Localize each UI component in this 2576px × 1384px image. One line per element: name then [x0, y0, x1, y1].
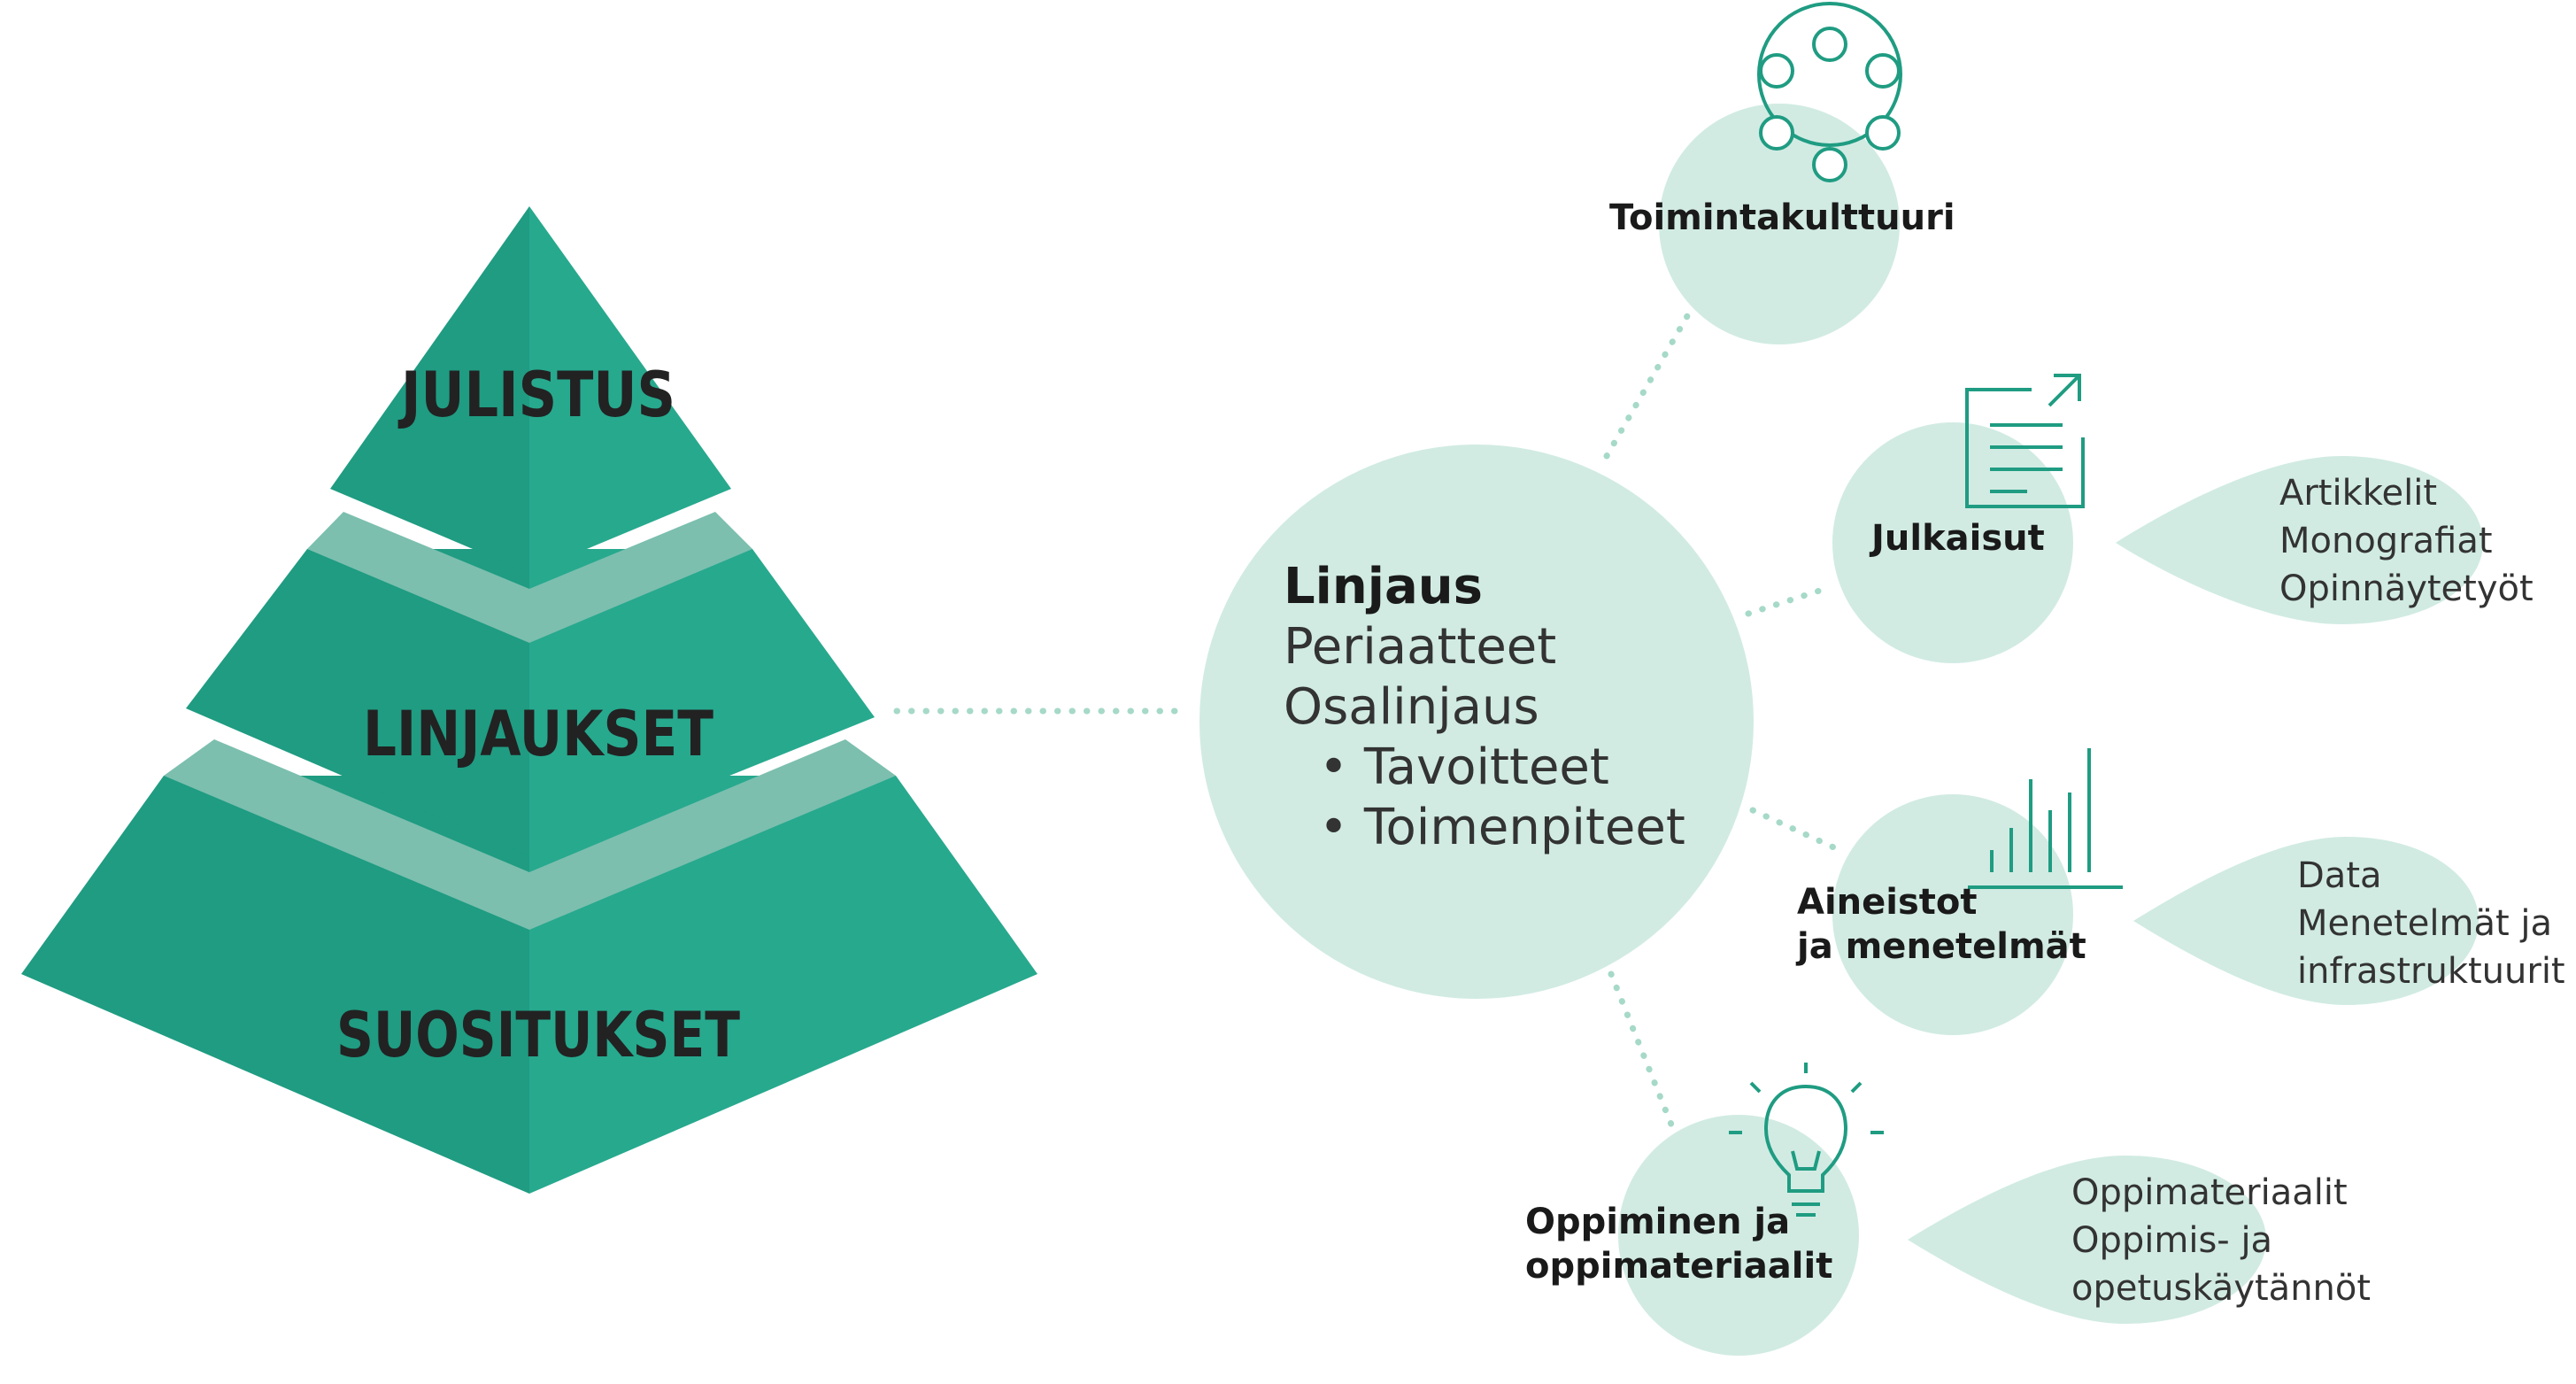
pyramid-top-left-face [330, 206, 529, 573]
node-label-aineistot-line1: Aineistot [1797, 882, 1978, 923]
center-line-osalinjaus: Osalinjaus [1284, 678, 1539, 736]
pyramid-top-right-face [529, 206, 731, 573]
connector-oppiminen [1608, 970, 1675, 1128]
center-bubble [1199, 445, 1754, 999]
leaf-item: Data [2297, 855, 2382, 896]
leaf-text-julkaisut: Artikkelit Monografiat Opinnäytetyöt [2279, 469, 2534, 613]
node-label-aineistot-line2: ja menetelmät [1797, 926, 2086, 967]
document-icon [1965, 374, 2085, 508]
pyramid-middle-label: LINJAUKSET [363, 698, 713, 770]
leaf-item: Monografiat [2279, 521, 2493, 561]
pyramid-top-label: JULISTUS [398, 359, 675, 431]
leaf-item: Opinnäytetyöt [2279, 568, 2534, 609]
center-bullet-tavoitteet: • Tavoitteet [1319, 738, 1609, 796]
node-label-julkaisut: Julkaisut [1871, 518, 2045, 559]
leaf-aineistot [2133, 837, 2479, 1005]
center-line-periaatteet: Periaatteet [1284, 618, 1557, 676]
node-label-oppiminen-line2: oppimateriaalit [1525, 1246, 1833, 1287]
leaf-item: opetuskäytännöt [2071, 1268, 2372, 1309]
pyramid-bottom-band [164, 739, 896, 930]
node-label-toimintakulttuuri: Toimintakulttuuri [1609, 197, 1955, 238]
leaf-item: Menetelmät ja [2297, 903, 2552, 944]
bubble-oppiminen [1618, 1115, 1859, 1356]
leaf-item: infrastruktuurit [2297, 951, 2565, 992]
leaf-item: Oppimateriaalit [2071, 1172, 2348, 1213]
connector-julkaisut [1745, 584, 1834, 617]
pyramid-bottom-right-face [529, 776, 1037, 1194]
bubble-julkaisut [1832, 422, 2073, 663]
center-text-block: Linjaus Periaatteet Osalinjaus • Tavoitt… [1284, 557, 1685, 858]
center-bullet-tavoitteet-label: Tavoitteet [1363, 738, 1609, 796]
center-bullet-toimenpiteet: • Toimenpiteet [1319, 799, 1685, 856]
connector-toimintakulttuuri [1603, 306, 1694, 460]
leaf-text-oppiminen: Oppimateriaalit Oppimis- ja opetuskäytän… [2071, 1169, 2371, 1312]
node-label-oppiminen: Oppiminen ja oppimateriaalit [1525, 1200, 1832, 1288]
pyramid-bottom-left-face [21, 776, 529, 1194]
center-bullet-toimenpiteet-label: Toimenpiteet [1363, 799, 1685, 856]
pyramid-bottom-label: SUOSITUKSET [336, 999, 740, 1071]
leaf-text-aineistot: Data Menetelmät ja infrastruktuurit [2297, 852, 2565, 995]
lightbulb-icon [1729, 1063, 1884, 1217]
leaf-item: Artikkelit [2279, 473, 2438, 514]
pyramid-middle-right-face [529, 549, 875, 856]
pyramid-middle-band [307, 512, 752, 643]
leaf-julkaisut [2116, 456, 2483, 624]
node-label-aineistot: Aineistot ja menetelmät [1797, 880, 2086, 969]
network-icon [1757, 2, 1902, 182]
node-label-oppiminen-line1: Oppiminen ja [1525, 1202, 1791, 1242]
connector-aineistot [1749, 807, 1843, 854]
leaf-item: Oppimis- ja [2071, 1220, 2273, 1261]
center-title: Linjaus [1284, 558, 1483, 615]
pyramid: JULISTUS LINJAUKSET SUOSITUKSET [21, 206, 1037, 1194]
pyramid-middle-left-face [186, 549, 529, 856]
leaf-oppiminen [1908, 1156, 2266, 1324]
bubbles [1199, 104, 2483, 1356]
connectors [893, 306, 1843, 1128]
bar-chart-icon [1968, 748, 2123, 889]
